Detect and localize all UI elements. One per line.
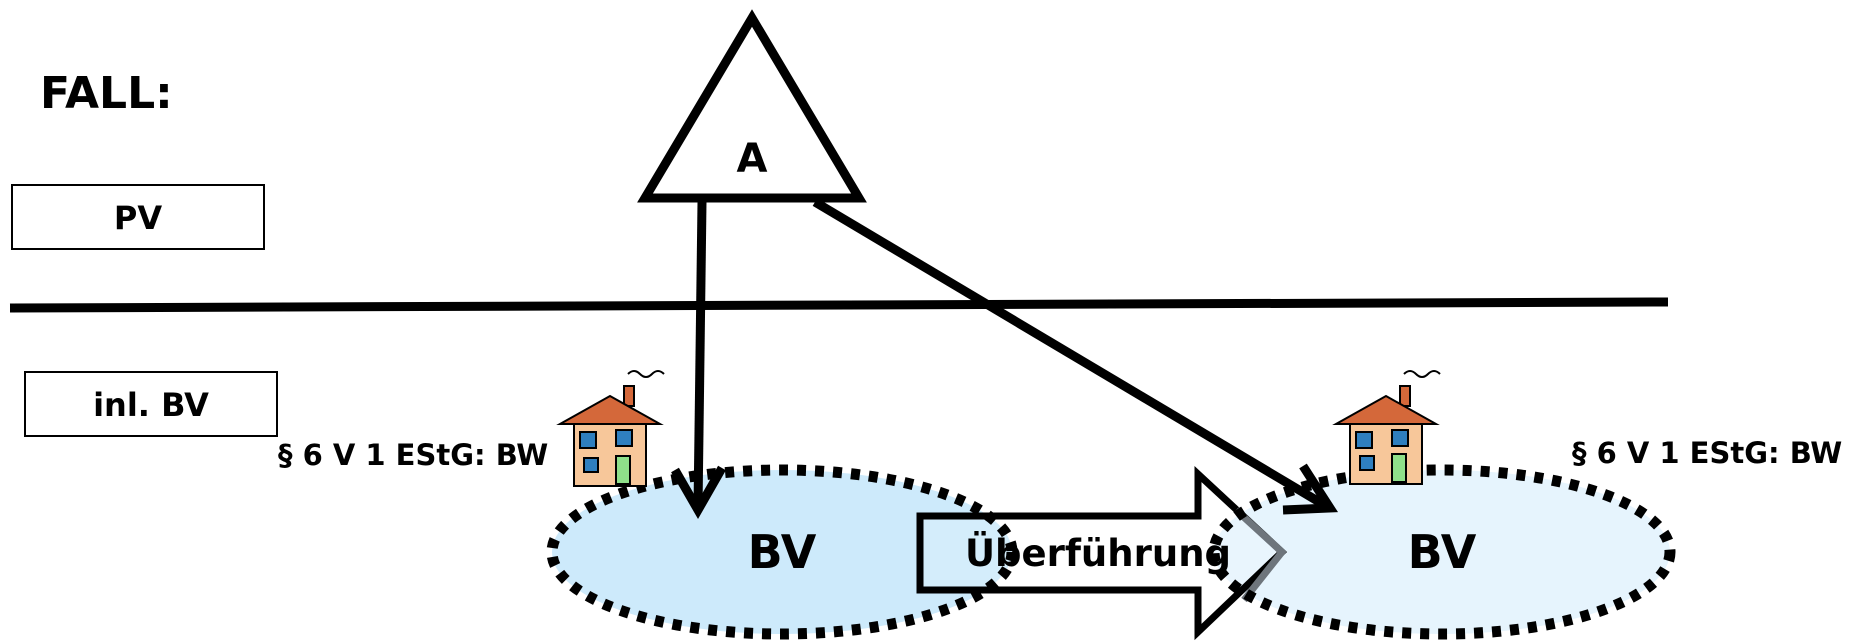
house-icon xyxy=(556,370,665,487)
triangle-a xyxy=(637,9,867,203)
bv-left-label: BV xyxy=(748,525,817,579)
arrow-a-to-bv-right xyxy=(812,198,1329,510)
inl-bv-label: inl. BV xyxy=(93,386,209,424)
divider-line xyxy=(9,297,1669,313)
pv-label: PV xyxy=(114,199,162,237)
bv-left-fill xyxy=(552,470,1012,634)
triangle-label: A xyxy=(737,136,768,182)
arrow-a-to-bv-right-head xyxy=(1282,463,1339,515)
pv-box xyxy=(11,184,265,250)
bv-right-outline xyxy=(1208,464,1676,640)
bv-right-label: BV xyxy=(1408,525,1477,579)
rule-left-label: § 6 V 1 EStG: BW xyxy=(278,438,548,472)
house-icon xyxy=(1332,370,1441,485)
arrow-a-to-bv-left-head xyxy=(671,465,726,520)
rule-right-label: § 6 V 1 EStG: BW xyxy=(1572,436,1842,470)
bv-left-outline xyxy=(546,464,1018,640)
arrow-a-to-bv-left xyxy=(693,201,707,509)
inl-bv-box xyxy=(24,371,278,437)
transfer-arrow-tip xyxy=(1233,507,1287,603)
title: FALL: xyxy=(40,68,173,119)
transfer-arrow xyxy=(916,465,1288,641)
